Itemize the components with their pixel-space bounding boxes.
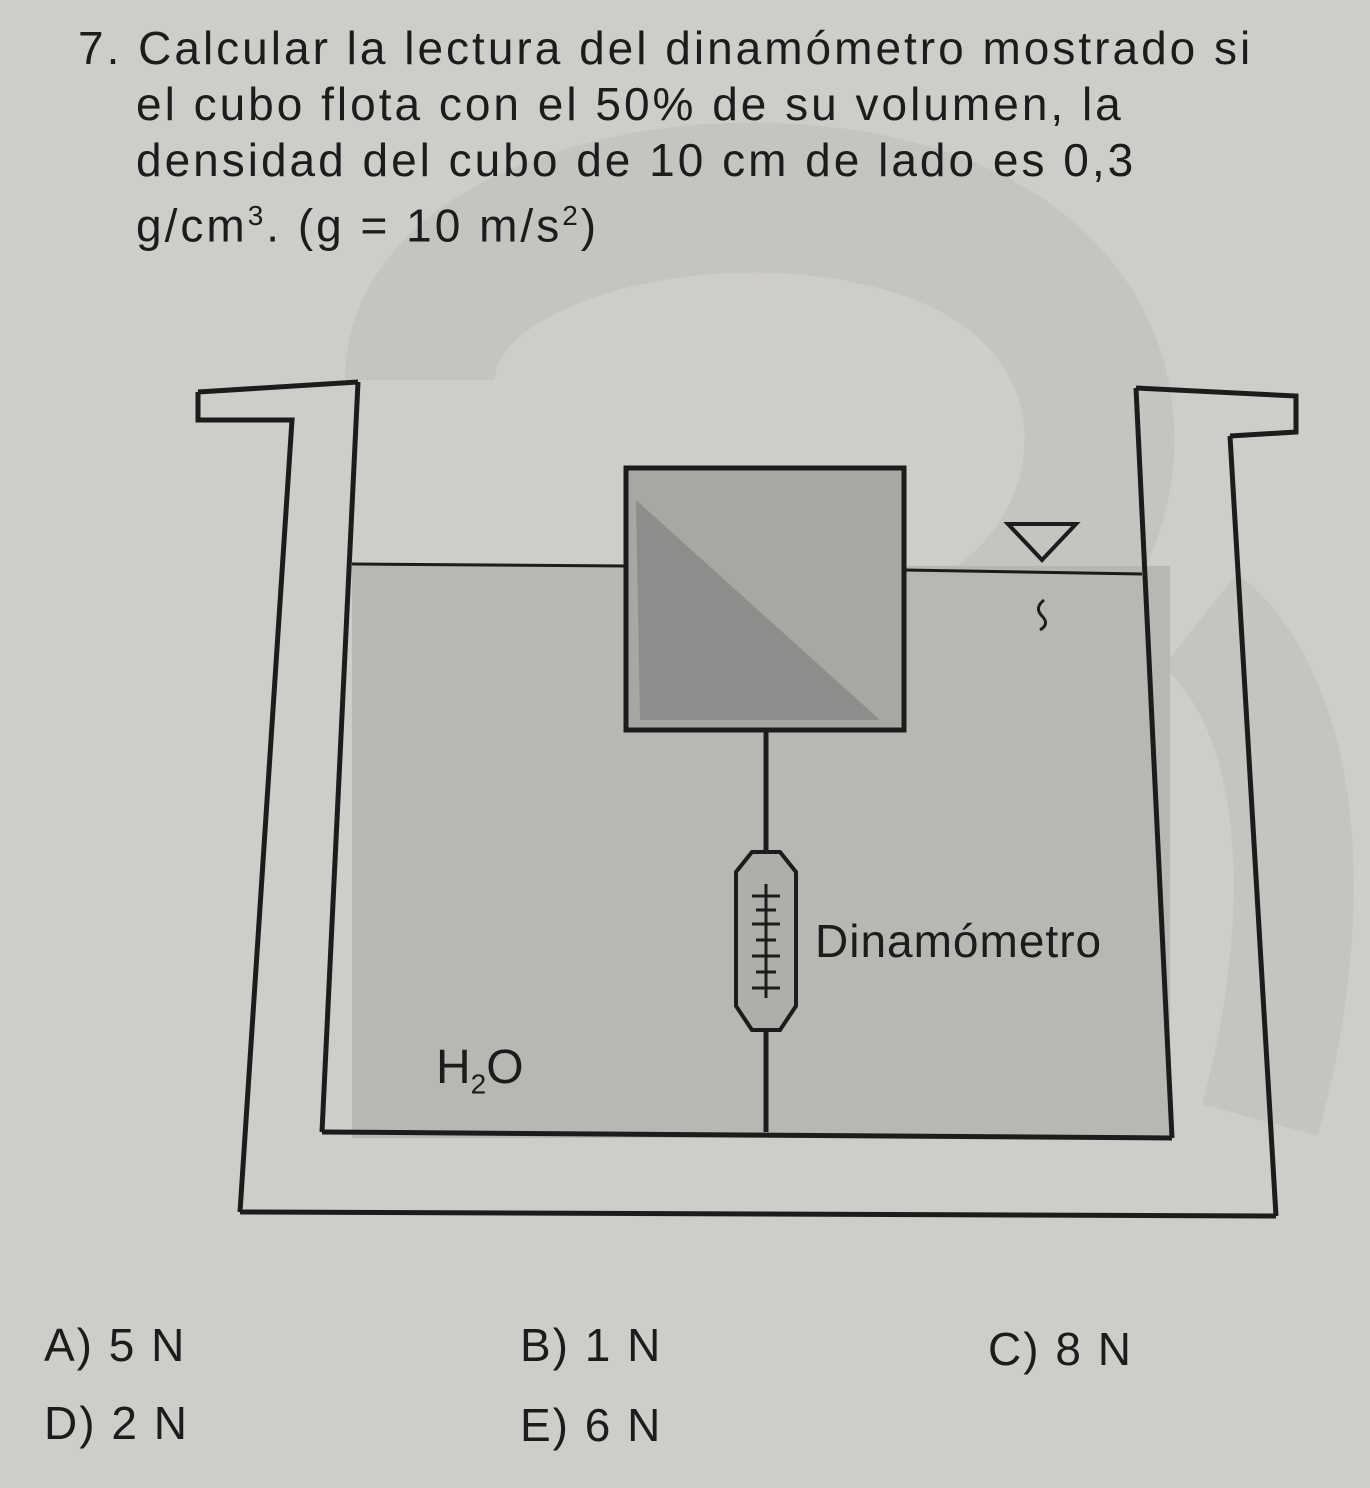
water-surface-right <box>903 568 1143 576</box>
dynamometer-scale <box>752 884 780 998</box>
problem-line-3: densidad del cubo de 10 cm de lado es 0,… <box>136 134 1137 186</box>
option-c-letter: C) <box>988 1323 1041 1375</box>
water-h: H <box>436 1041 471 1094</box>
tank-wall-left-inner <box>319 381 361 1133</box>
option-a[interactable]: A) 5 N <box>44 1318 186 1372</box>
tank-wall-right <box>1227 435 1279 1217</box>
tank-bottom-outer <box>239 1209 1277 1219</box>
density-unit: g/cm <box>136 199 248 252</box>
water-label: H2O <box>436 1040 524 1101</box>
problem-line-2: el cubo flota con el 50% de su volumen, … <box>136 78 1124 130</box>
cube-shading <box>636 500 880 720</box>
option-b[interactable]: B) 1 N <box>520 1318 662 1372</box>
tank-lip-right <box>1135 385 1299 439</box>
problem-number: 7. <box>78 22 123 74</box>
gravity-close: ) <box>580 199 600 252</box>
option-c[interactable]: C) 8 N <box>988 1322 1133 1376</box>
option-b-letter: B) <box>520 1319 570 1371</box>
problem-statement: 7. Calcular la lectura del dinamómetro m… <box>78 20 1353 253</box>
water-surface-left <box>351 562 627 568</box>
problem-line-1: 7. Calcular la lectura del dinamómetro m… <box>78 20 1353 76</box>
option-e-value: 6 N <box>584 1399 663 1451</box>
tank-wall-left <box>195 392 295 1213</box>
option-d-letter: D) <box>44 1397 97 1449</box>
tank-lip-left <box>197 379 359 395</box>
option-e-letter: E) <box>520 1399 570 1451</box>
dynamometer-label: Dinamómetro <box>815 915 1103 967</box>
gravity-value: . (g = 10 m/s <box>266 199 563 252</box>
option-c-value: 8 N <box>1055 1323 1133 1375</box>
tank-bottom-inner <box>321 1129 1173 1141</box>
water-level-icon <box>1003 522 1081 563</box>
option-d[interactable]: D) 2 N <box>44 1396 189 1450</box>
option-a-letter: A) <box>44 1319 94 1371</box>
density-exponent: 3 <box>247 200 267 231</box>
water-level-tilde-icon <box>1037 598 1047 632</box>
problem-line-4: g/cm3. (g = 10 m/s2) <box>78 188 1353 253</box>
option-d-value: 2 N <box>111 1397 189 1449</box>
option-a-value: 5 N <box>108 1319 187 1371</box>
water-subscript: 2 <box>470 1068 487 1100</box>
gravity-exponent: 2 <box>562 200 581 231</box>
tank-wall-right-inner <box>1133 387 1175 1139</box>
water-o: O <box>486 1041 524 1094</box>
option-e[interactable]: E) 6 N <box>520 1398 662 1452</box>
problem-text-1: Calcular la lectura del dinamómetro most… <box>138 22 1254 74</box>
option-b-value: 1 N <box>584 1319 663 1371</box>
